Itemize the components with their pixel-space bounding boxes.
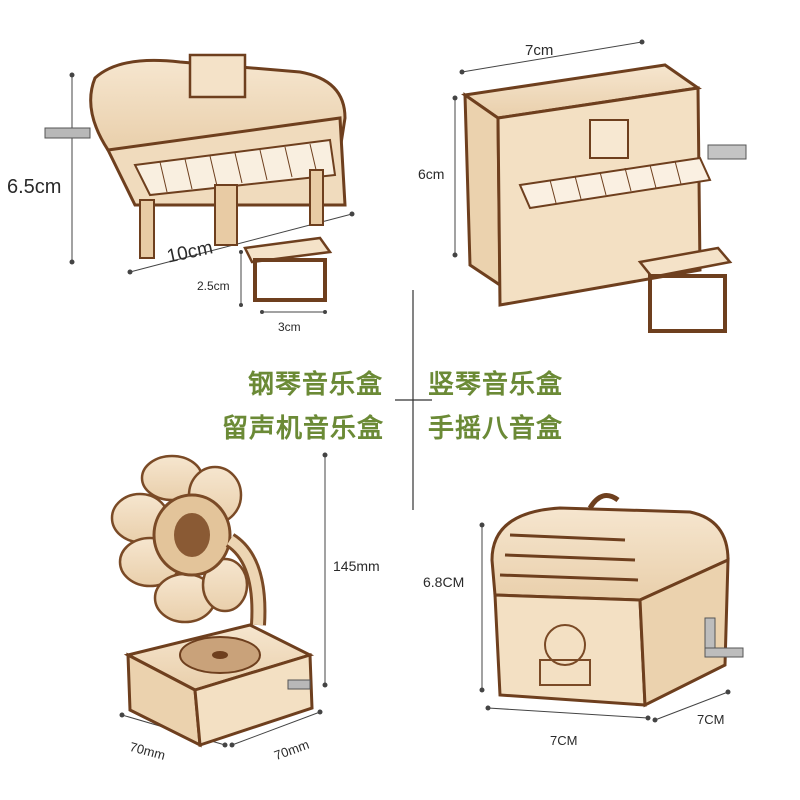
box-depth-label: 7CM [697, 712, 725, 727]
upright-width-label: 7cm [525, 42, 554, 59]
stool-height-label: 2.5cm [197, 279, 230, 293]
title-gramophone-music-box: 留声机音乐盒 [222, 414, 385, 444]
piano-height-label: 6.5cm [7, 176, 62, 198]
grand-piano-image [44, 53, 355, 314]
gramophone-image [110, 452, 328, 748]
stool-width-label: 3cm [278, 320, 301, 334]
title-hand-crank-music-box: 手摇八音盒 [428, 414, 564, 444]
gramophone-height-label: 145mm [333, 558, 380, 574]
box-height-label: 6.8CM [423, 574, 465, 590]
upright-piano-image [452, 39, 747, 333]
title-upright-music-box: 竖琴音乐盒 [428, 370, 564, 400]
title-piano-music-box: 钢琴音乐盒 [248, 370, 384, 400]
box-width-label: 7CM [550, 733, 578, 748]
center-divider [395, 290, 432, 510]
upright-height-label: 6cm [418, 166, 445, 182]
hand-crank-box-image [479, 493, 744, 723]
